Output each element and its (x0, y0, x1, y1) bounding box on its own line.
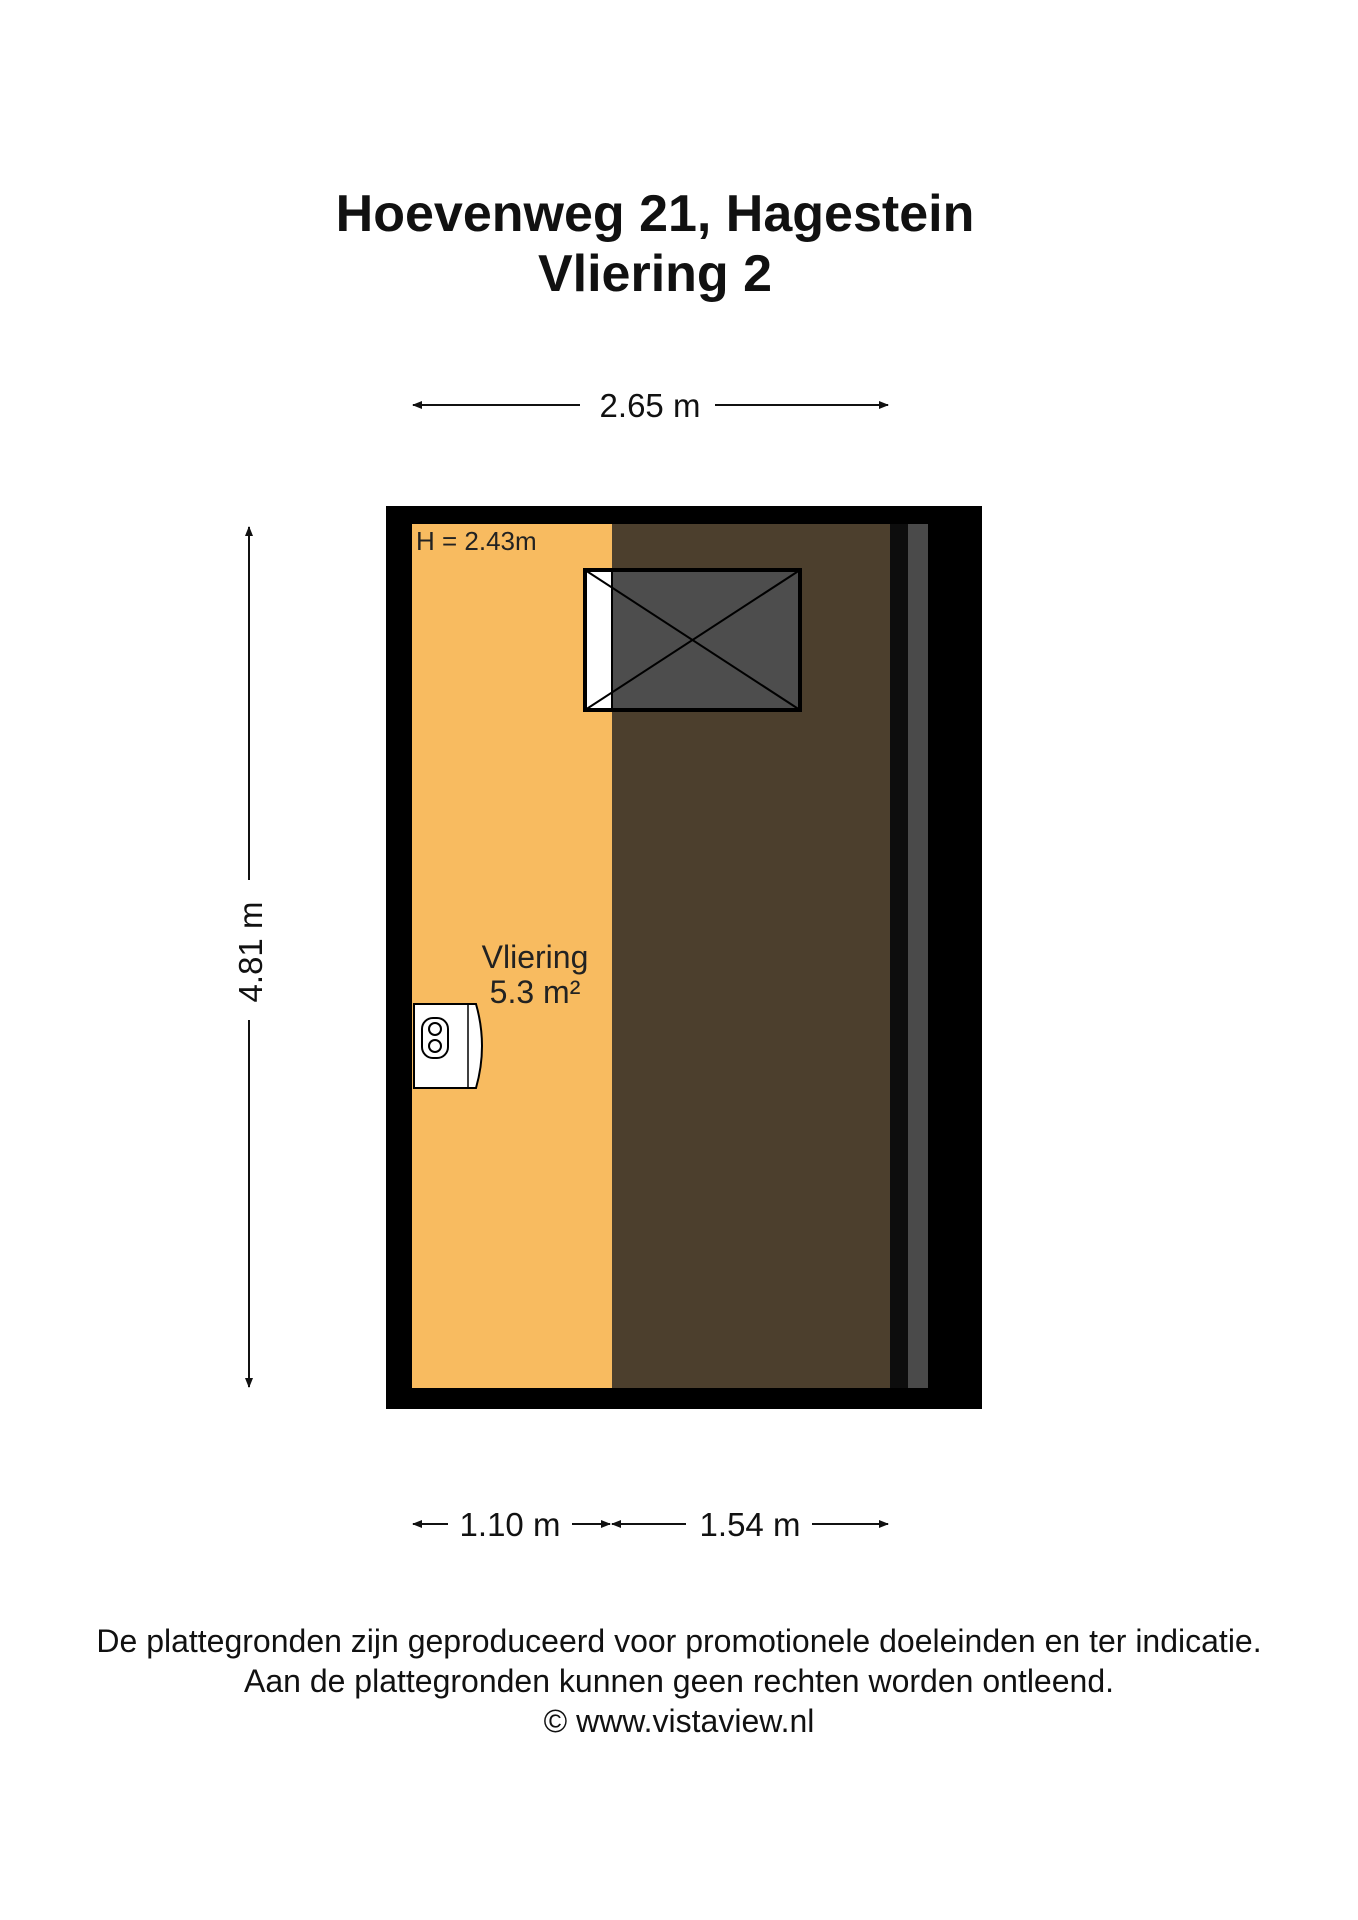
boiler-icon (413, 1003, 483, 1089)
disclaimer-line-2: Aan de plattegronden kunnen geen rechten… (243, 1663, 1114, 1699)
usable-floor-area (412, 524, 612, 1388)
grey-strip (908, 524, 928, 1388)
dimension-top-label: 2.65 m (600, 387, 701, 424)
disclaimer-line-1: De plattegronden zijn geproduceerd voor … (96, 1623, 1262, 1659)
roof-hatch-icon (583, 568, 802, 712)
dimension-bottom-left-label: 1.10 m (460, 1506, 561, 1543)
dimension-bottom-right-label: 1.54 m (700, 1506, 801, 1543)
page-title-floor: Vliering 2 (537, 245, 773, 303)
room-name-label: Vliering (482, 939, 589, 975)
dimension-left-label: 4.81 m (232, 902, 269, 1003)
dimension-top: 2.65 m (412, 387, 889, 424)
dimension-bottom-left: 1.10 m (412, 1506, 611, 1543)
page-title-address: Hoevenweg 21, Hagestein (335, 185, 975, 243)
dimension-bottom-right: 1.54 m (611, 1506, 889, 1543)
ceiling-height-label: H = 2.43m (416, 526, 537, 556)
dimension-left: 4.81 m (232, 526, 269, 1388)
dark-strip (890, 524, 908, 1388)
room-area-label: 5.3 m² (490, 974, 581, 1010)
copyright-link[interactable]: © www.vistaview.nl (543, 1703, 815, 1739)
